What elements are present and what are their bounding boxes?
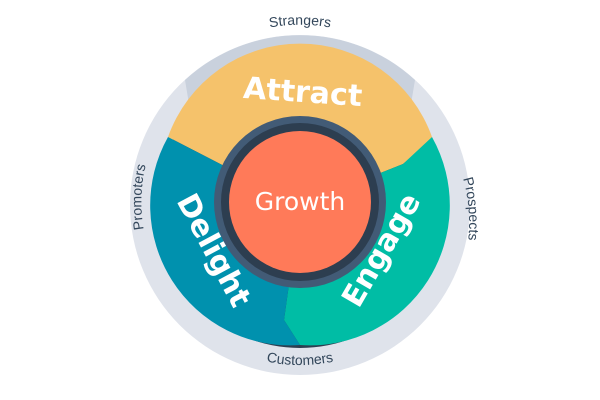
- outer-label-top: Strangers: [268, 12, 333, 31]
- outer-label-bottom: Customers: [266, 349, 334, 368]
- growth-label: Growth: [255, 187, 346, 216]
- attract-label: Attract: [242, 71, 363, 114]
- outer-label-left: Promoters: [128, 162, 148, 231]
- growth-core: [229, 131, 371, 273]
- outer-ring-top-band: [185, 35, 415, 110]
